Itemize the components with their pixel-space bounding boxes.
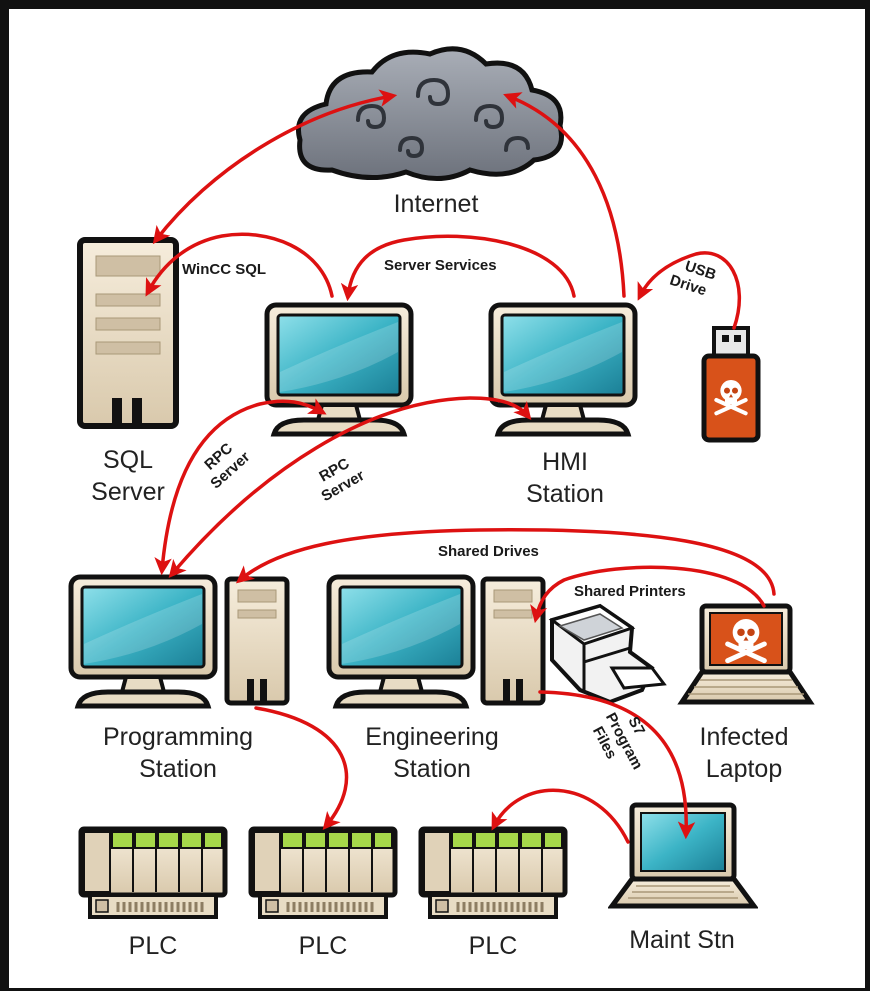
infected-laptop-label-line2: Laptop [706,755,782,783]
engineering-station-label-line1: Engineering [365,723,498,751]
edge-label-rpc-server-1: RPC Server [201,440,253,493]
edge-label-wincc-sql: WinCC SQL [182,261,266,278]
plc-2-label: PLC [299,932,348,960]
infected-laptop-icon [677,603,815,705]
plc-1-label: PLC [129,932,178,960]
arrow-wincc-sql [145,232,334,298]
hmi-station-label-line1: HMI [542,448,588,476]
plc-1-icon [81,829,225,917]
plc-3-icon [421,829,565,917]
edge-label-shared-printers: Shared Printers [574,583,686,600]
infected-laptop-label-line1: Infected [700,723,789,751]
usb-drive-icon [701,326,761,443]
sql-server-icon [77,237,179,429]
hmi-station-monitor-icon [491,305,635,434]
edge-label-s7-program-files: S7 Program Files [589,710,648,772]
sql-server-label-line2: Server [91,478,165,506]
edge-label-shared-drives: Shared Drives [438,543,539,560]
programming-station-monitor-icon [71,577,215,706]
programming-station-label-line1: Programming [103,723,253,751]
arrow-rpc-server-2 [168,396,532,579]
arrow-engineering-maint [538,690,696,840]
printer-icon [548,603,667,705]
edge-label-rpc-server-2: RPC Server [316,455,367,505]
maint-station-laptop-icon [612,805,754,906]
maint-stn-label: Maint Stn [629,926,735,954]
arrow-usb-hmi [637,251,742,330]
hmi-station-label-line2: Station [526,480,604,508]
edge-label-server-services: Server Services [384,257,497,274]
internet-label: Internet [394,190,479,218]
programming-station-label-line2: Station [139,755,217,783]
arrow-shared-drives [235,528,776,596]
arrow-hmi-internet [503,92,626,298]
engineering-station-label-line2: Station [393,755,471,783]
programming-station-tower-icon [227,579,287,703]
plc-2-icon [251,829,395,917]
arrow-programming-plc [254,706,349,831]
internet-cloud-icon [296,46,564,182]
plc-3-label: PLC [469,932,518,960]
arrow-server-services [340,234,576,302]
engineering-station-tower-icon [483,579,543,703]
arrow-shared-printers [530,565,766,624]
arrow-sql-internet [152,89,398,245]
engineering-station-monitor-icon [329,577,473,706]
sql-server-label-line1: SQL [103,446,153,474]
arrow-maint-plc [491,788,630,844]
svg-text:S7: S7 [624,714,648,738]
connection-arrows [145,89,776,844]
